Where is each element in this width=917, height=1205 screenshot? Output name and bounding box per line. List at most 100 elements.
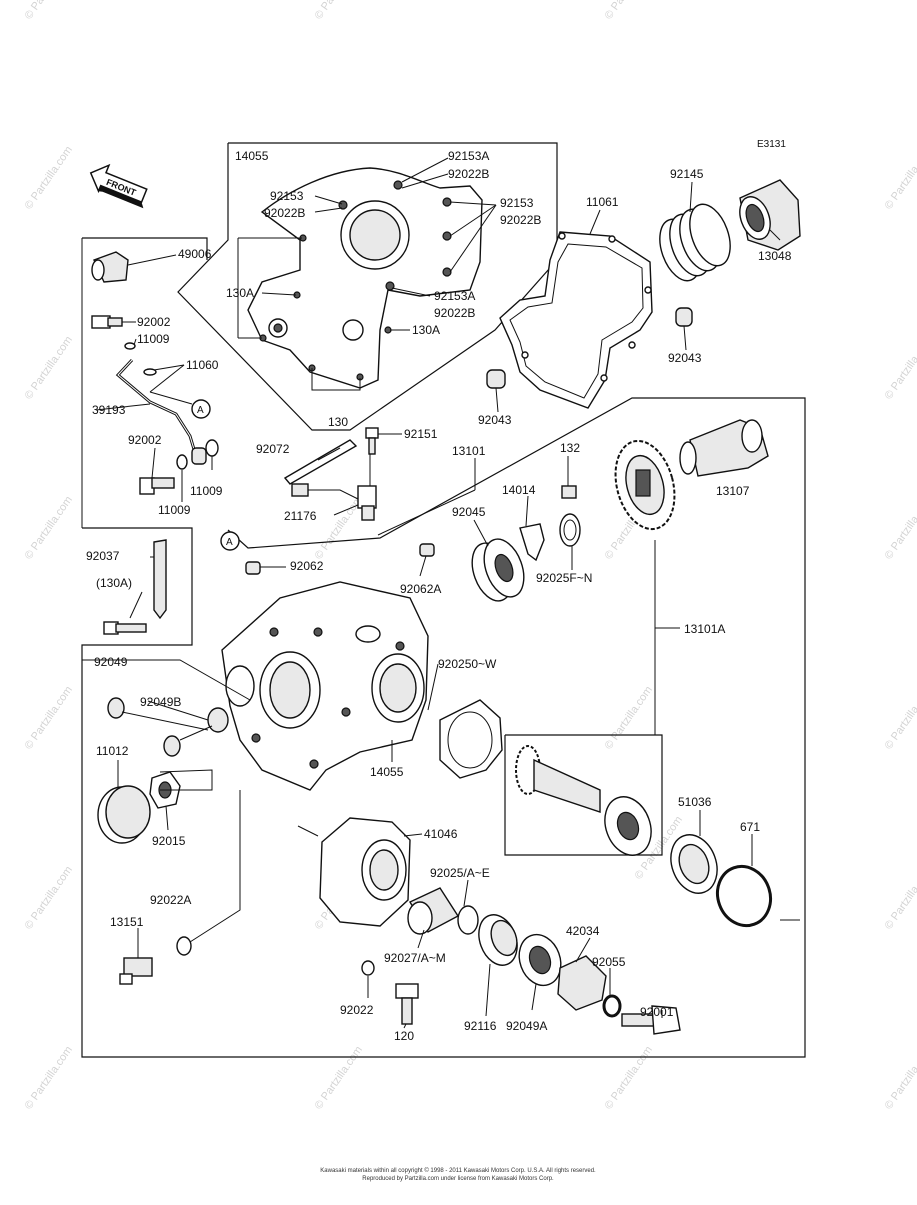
oil-seal (207, 707, 229, 733)
leader-lines (82, 157, 800, 1029)
coupling (739, 179, 801, 251)
part-labels: 14055 92153A 92022B 92153 92022B 92153 9… (86, 149, 792, 1043)
svg-text:A: A (226, 537, 233, 548)
banjo-fitting (191, 447, 207, 465)
callout-a-top: A (191, 399, 211, 419)
elbow-fitting (91, 251, 129, 283)
figure-code: E3131 (757, 139, 786, 150)
label-92022b: 92022B (500, 213, 541, 227)
washer (163, 735, 181, 757)
label-92049b: 92049B (140, 695, 181, 709)
label-42034: 42034 (566, 924, 600, 938)
footer-line-1: Kawasaki materials within all copyright … (320, 1167, 596, 1174)
oil-seal (107, 697, 125, 719)
label-132: 132 (560, 441, 580, 455)
label-92153: 92153 (500, 196, 534, 210)
label-21176: 21176 (284, 509, 317, 523)
collar (245, 561, 261, 575)
front-arrow-icon: FRONT (89, 163, 148, 209)
label-13151: 13151 (110, 915, 144, 929)
watermark: © Partzilla.com (603, 684, 655, 752)
watermark: © Partzilla.com (23, 864, 75, 932)
ball-bearing (471, 538, 525, 602)
pinion-gear (515, 745, 652, 856)
label-92022b: 92022B (264, 206, 305, 220)
label-13101a: 13101A (684, 622, 725, 636)
label-11061: 11061 (586, 195, 619, 209)
bracket (153, 539, 167, 620)
label-14055-group: 14055 (235, 149, 269, 163)
watermark: © Partzilla.com (23, 1044, 75, 1112)
speed-sensor (291, 483, 377, 521)
watermark: © Partzilla.com (23, 144, 75, 212)
label-92002: 92002 (128, 433, 162, 447)
flange-bolt (621, 1005, 681, 1035)
washer (176, 936, 192, 956)
label-41046: 41046 (424, 827, 458, 841)
label-11009: 11009 (137, 332, 170, 346)
collar (419, 543, 435, 557)
label-92022a: 92022A (150, 893, 191, 907)
bolt (561, 485, 577, 499)
label-11060: 11060 (186, 358, 219, 372)
label-92015: 92015 (152, 834, 186, 848)
label-13048: 13048 (758, 249, 792, 263)
label-92022b: 92022B (448, 167, 489, 181)
label-13107: 13107 (716, 484, 750, 498)
watermark: © Partzilla.com (883, 1044, 917, 1112)
watermark: © Partzilla.com (313, 494, 365, 562)
watermark: © Partzilla.com (883, 334, 917, 402)
bearing-housing (319, 817, 411, 927)
shim (457, 905, 479, 935)
label-920250-w: 920250~W (438, 657, 497, 671)
label-39193: 39193 (92, 403, 126, 417)
drive-gear (614, 439, 676, 531)
watermark: © Partzilla.com (883, 144, 917, 212)
label-51036: 51036 (678, 795, 712, 809)
bolt (365, 427, 379, 455)
tie-strap (283, 439, 358, 485)
o-ring (602, 994, 622, 1018)
watermark: © Partzilla.com (313, 0, 365, 22)
cap (97, 785, 151, 844)
label-14014: 14014 (502, 483, 536, 497)
label-92145: 92145 (670, 167, 704, 181)
gear-case (221, 581, 429, 791)
label-92043: 92043 (668, 351, 702, 365)
label-92022: 92022 (340, 1003, 374, 1017)
assembly-frames (81, 142, 806, 1058)
drain-plug (119, 957, 153, 985)
sleeve (407, 887, 459, 935)
label-92072: 92072 (256, 442, 290, 456)
label-92153: 92153 (270, 189, 304, 203)
label-130: 130 (328, 415, 348, 429)
shim (559, 513, 581, 547)
label-92025-a-e: 92025/A~E (430, 866, 490, 880)
o-ring (716, 864, 772, 928)
callout-a-left: A (220, 531, 240, 551)
washer (124, 342, 219, 470)
label-130a: 130A (226, 286, 254, 300)
copyright-footer: Kawasaki materials within all copyright … (320, 1167, 596, 1182)
label-92043: 92043 (478, 413, 512, 427)
watermark: © Partzilla.com (883, 684, 917, 752)
washer (361, 960, 375, 976)
banjo-bolt (91, 315, 123, 329)
case-cover (247, 167, 483, 389)
spring (659, 203, 731, 282)
spline-gear (557, 955, 607, 1011)
label-92037: 92037 (86, 549, 120, 563)
label-92116: 92116 (464, 1019, 497, 1033)
label-120: 120 (394, 1029, 414, 1043)
label-92153a: 92153A (434, 289, 475, 303)
label-14055: 14055 (370, 765, 404, 779)
watermark: © Partzilla.com (883, 494, 917, 562)
label-130a: 130A (412, 323, 440, 337)
label-92027-a-m: 92027/A~M (384, 951, 446, 965)
label-92045: 92045 (452, 505, 486, 519)
watermark: © Partzilla.com (603, 0, 655, 22)
gasket (499, 231, 653, 409)
stopper-plate (519, 523, 545, 562)
